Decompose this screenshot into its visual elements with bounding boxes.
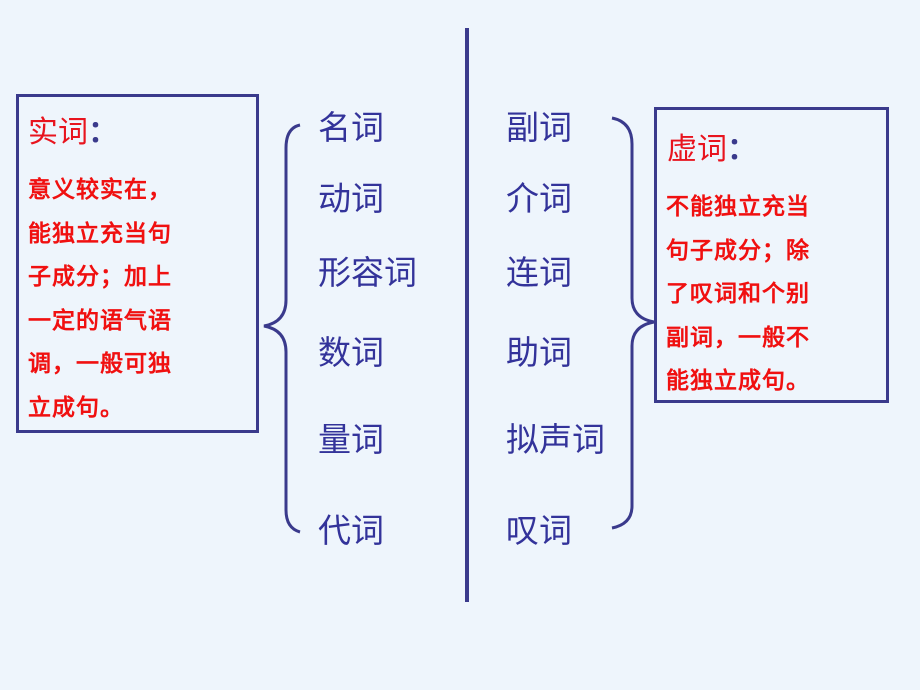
content-word: 形容词 (318, 253, 417, 292)
function-words-description: 不能独立充当 句子成分；除 了叹词和个别 副词，一般不 能独立成句。 (666, 186, 810, 404)
function-word: 助词 (506, 333, 572, 372)
function-words-box: 虚词： 不能独立充当 句子成分；除 了叹词和个别 副词，一般不 能独立成句。 (654, 107, 889, 403)
function-word: 叹词 (506, 511, 572, 550)
left-brace (263, 123, 301, 534)
content-word: 量词 (318, 420, 384, 459)
function-word: 拟声词 (506, 420, 605, 459)
title-text: 虚词 (667, 132, 727, 167)
description-line: 能独立成句。 (666, 368, 810, 394)
content-word: 动词 (318, 179, 384, 218)
description-line: 调，一般可独 (28, 351, 172, 377)
description-line: 不能独立充当 (666, 194, 810, 220)
content-word: 数词 (318, 333, 384, 372)
right-brace (611, 116, 655, 530)
title-text: 实词 (28, 115, 88, 150)
description-line: 句子成分；除 (666, 237, 810, 264)
content-words-description: 意义较实在， 能独立充当句 子成分；加上 一定的语气语 调，一般可独 立成句。 (28, 169, 172, 430)
description-line: 能独立充当句 (28, 220, 172, 247)
function-word: 副词 (506, 108, 572, 147)
function-words-title: 虚词： (667, 124, 757, 168)
description-line: 副词，一般不 (666, 324, 810, 351)
function-word: 连词 (506, 253, 572, 292)
description-line: 了叹词和个别 (666, 281, 810, 307)
content-word: 代词 (318, 511, 384, 550)
content-word: 名词 (318, 108, 384, 147)
content-words-title: 实词： (28, 107, 118, 151)
description-line: 意义较实在， (28, 177, 172, 203)
description-line: 子成分；加上 (28, 264, 172, 290)
description-line: 一定的语气语 (28, 307, 172, 334)
title-colon: ： (88, 115, 118, 150)
title-colon: ： (727, 132, 757, 167)
description-line: 立成句。 (28, 394, 124, 421)
content-words-box: 实词： 意义较实在， 能独立充当句 子成分；加上 一定的语气语 调，一般可独 立… (16, 94, 259, 433)
function-word: 介词 (506, 179, 572, 218)
